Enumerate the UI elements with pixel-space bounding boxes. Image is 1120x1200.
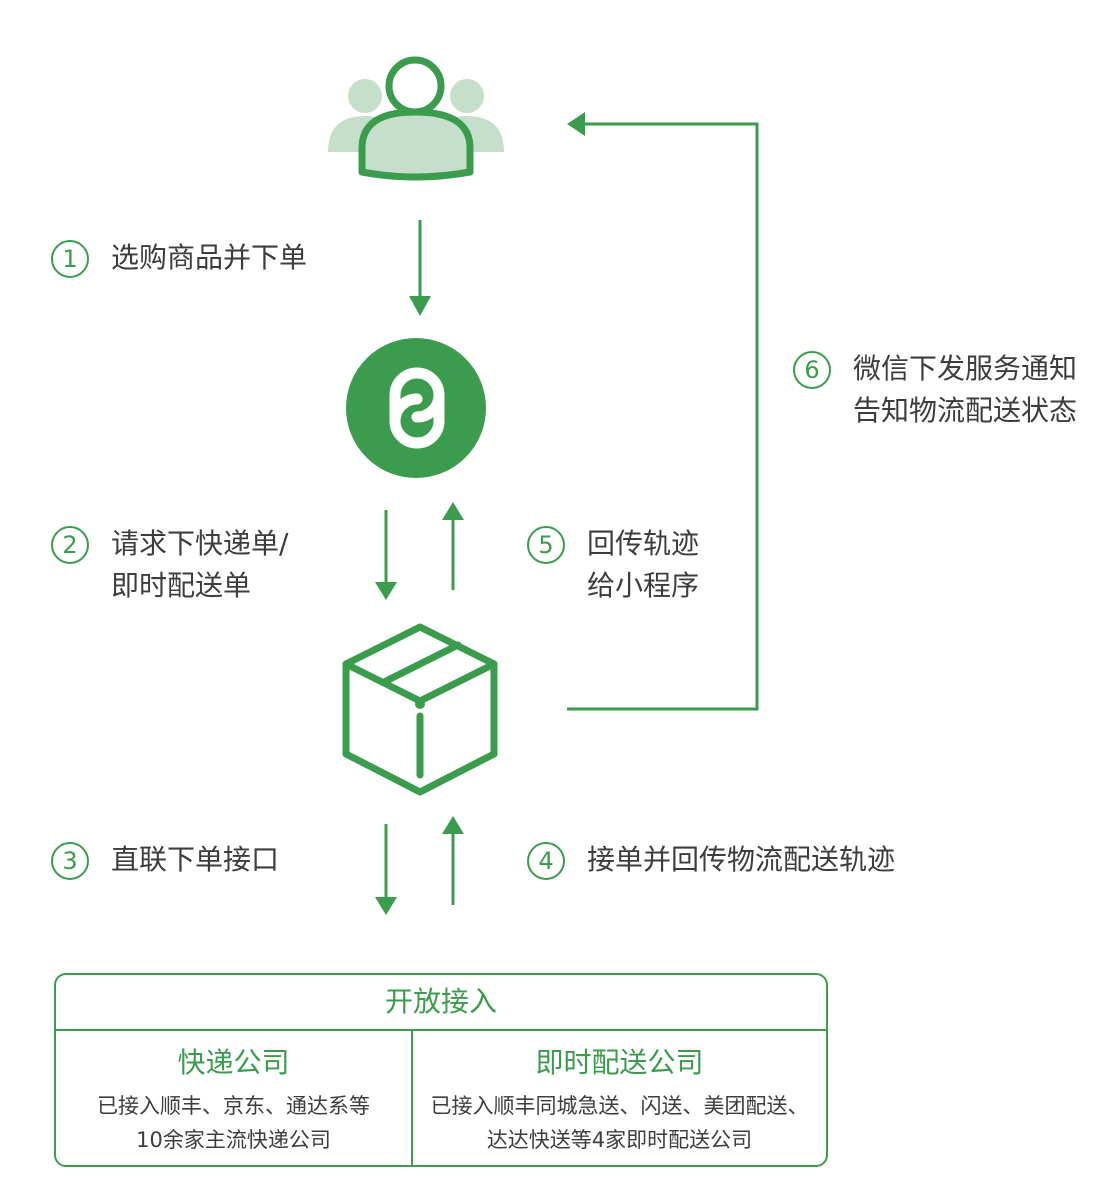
step-6: 6 微信下发服务通知 告知物流配送状态	[793, 351, 1077, 432]
step-3: 3 直联下单接口	[51, 842, 279, 881]
arrow-lines	[384, 122, 759, 905]
step-2: 2 请求下快递单/ 即时配送单	[51, 526, 288, 607]
step-number: 1	[51, 240, 89, 278]
open-access-box: 开放接入 快递公司 已接入顺丰、京东、通达系等 10余家主流快递公司 即时配送公…	[54, 973, 828, 1167]
users-icon	[328, 56, 504, 181]
step-number: 2	[51, 526, 89, 564]
open-access-columns: 快递公司 已接入顺丰、京东、通达系等 10余家主流快递公司 即时配送公司 已接入…	[56, 1031, 826, 1165]
step-number: 4	[527, 842, 565, 880]
step-label: 请求下快递单/ 即时配送单	[111, 527, 289, 602]
step-number: 5	[527, 526, 565, 564]
package-icon	[342, 623, 498, 796]
express-description: 已接入顺丰、京东、通达系等 10余家主流快递公司	[97, 1094, 370, 1152]
step-number: 6	[793, 351, 831, 389]
step-label: 回传轨迹 给小程序	[587, 527, 700, 602]
step-label: 接单并回传物流配送轨迹	[587, 843, 896, 876]
instant-delivery-companies: 即时配送公司 已接入顺丰同城急送、闪送、美团配送、 达达快送等4家即时配送公司	[413, 1031, 826, 1165]
step-1: 1 选购商品并下单	[51, 240, 307, 279]
step-number: 3	[51, 842, 89, 880]
step-label: 直联下单接口	[111, 843, 280, 876]
open-access-title: 开放接入	[56, 975, 826, 1031]
instant-description: 已接入顺丰同城急送、闪送、美团配送、 达达快送等4家即时配送公司	[430, 1094, 809, 1152]
express-companies: 快递公司 已接入顺丰、京东、通达系等 10余家主流快递公司	[56, 1031, 413, 1165]
arrow-package-to-user	[567, 122, 759, 711]
arrow-heads	[375, 112, 585, 915]
step-4: 4 接单并回传物流配送轨迹	[527, 842, 895, 881]
step-5: 5 回传轨迹 给小程序	[527, 526, 699, 607]
mini-program-icon	[346, 338, 486, 478]
step-label: 微信下发服务通知 告知物流配送状态	[853, 352, 1078, 427]
express-title: 快递公司	[177, 1046, 290, 1079]
step-label: 选购商品并下单	[111, 241, 308, 274]
instant-title: 即时配送公司	[535, 1046, 704, 1079]
